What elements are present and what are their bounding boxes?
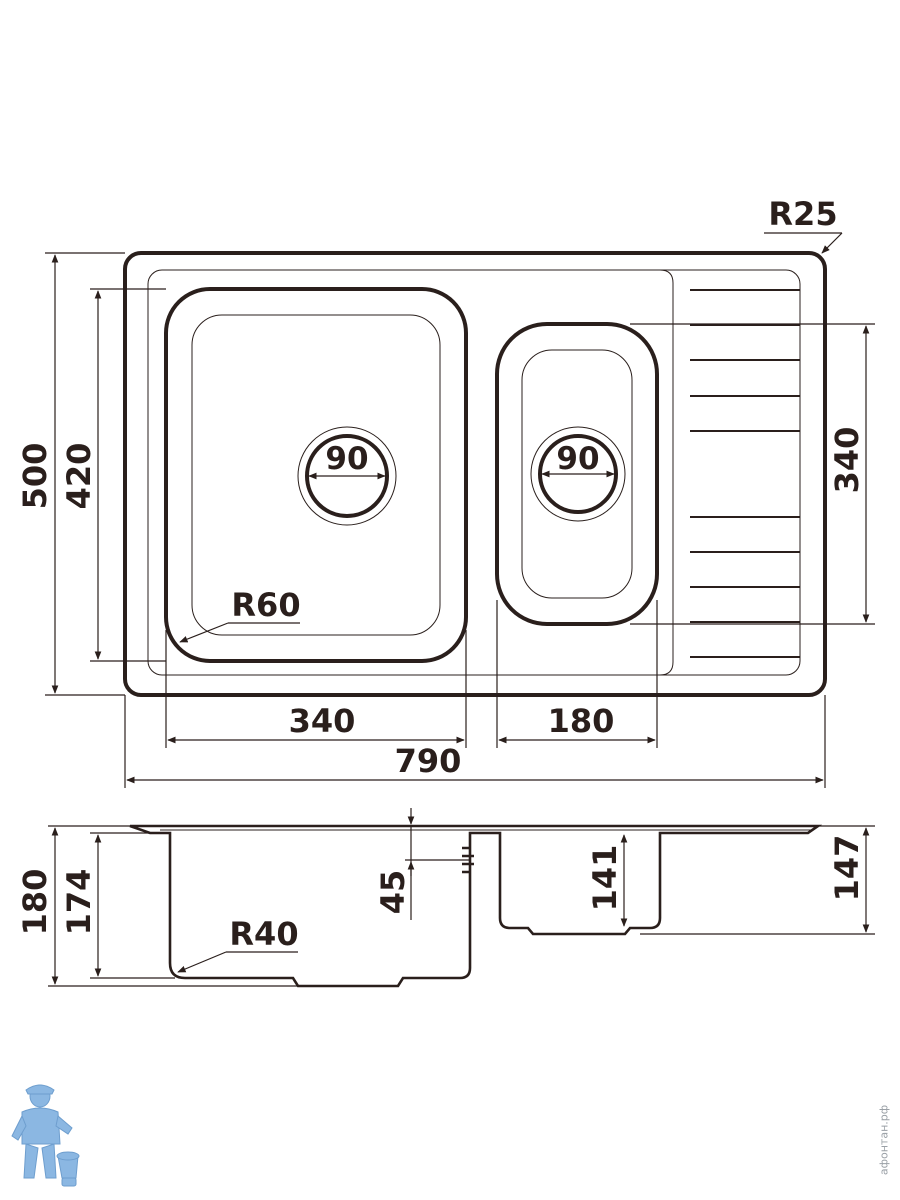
large-drain (305, 434, 389, 518)
label-section-small-total: 147 (828, 835, 866, 902)
label-small-bowl-width: 180 (548, 702, 615, 740)
label-small-drain-diameter: 90 (556, 441, 599, 477)
label-section-large-depth: 174 (60, 869, 98, 936)
label-section-bottom-radius: R40 (229, 915, 298, 953)
small-drain (538, 434, 618, 514)
large-bowl-outer (164, 287, 468, 663)
label-large-bowl-radius: R60 (231, 586, 300, 624)
drain-overflow-mark (462, 846, 474, 874)
dimension-labels: R25 500 420 R60 90 90 340 340 180 790 18… (16, 195, 866, 953)
small-bowl-outer (495, 322, 659, 626)
watermark-text: афонтан.рф (877, 1104, 891, 1176)
label-overall-width: 790 (395, 742, 462, 780)
plumber-mascot-logo (11, 1084, 80, 1187)
large-bowl-inner (191, 314, 441, 636)
small-bowl-inner (521, 349, 633, 599)
label-section-small-depth: 141 (586, 845, 624, 912)
label-large-bowl-width: 340 (289, 702, 356, 740)
drainboard-ribs (690, 289, 800, 658)
top-view-dimensions (45, 232, 875, 788)
bowl-area-outline (162, 269, 674, 676)
label-overall-height: 500 (16, 443, 54, 510)
label-inner-height: 420 (60, 443, 98, 510)
top-view (123, 251, 827, 697)
section-profile (129, 824, 823, 988)
label-outer-radius: R25 (768, 195, 837, 233)
label-large-drain-diameter: 90 (325, 441, 368, 477)
label-small-bowl-height: 340 (828, 427, 866, 494)
label-section-step-height: 45 (374, 870, 412, 915)
watermark: афонтан.рф (874, 1090, 894, 1190)
label-section-total-height: 180 (16, 869, 54, 936)
section-view-dimensions (48, 808, 875, 987)
large-drain-ring (297, 426, 397, 526)
small-drain-ring (530, 426, 626, 522)
section-view (129, 824, 823, 988)
sink-outer-rim (123, 251, 827, 697)
